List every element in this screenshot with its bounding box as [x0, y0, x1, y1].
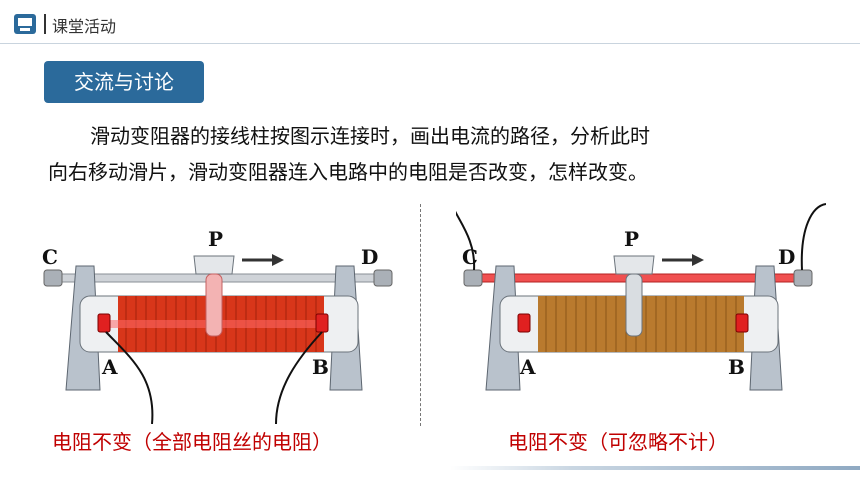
label-b: B	[728, 355, 745, 379]
header-divider	[0, 43, 860, 44]
breadcrumb: 课堂活动	[52, 17, 117, 36]
binding-post-a	[97, 313, 111, 333]
breadcrumb-separator	[44, 14, 46, 34]
terminal-c	[43, 269, 63, 287]
binding-post-b	[315, 313, 329, 333]
label-c: C	[462, 245, 478, 269]
terminal-d	[793, 269, 813, 287]
caption-left: 电阻不变（全部电阻丝的电阻）	[52, 430, 332, 454]
wire-b	[275, 331, 323, 424]
paragraph-line-1: 滑动变阻器的接线柱按图示连接时，画出电流的路径，分析此时	[90, 124, 650, 148]
question-paragraph: 滑动变阻器的接线柱按图示连接时，画出电流的路径，分析此时 向右移动滑片，滑动变阻…	[48, 118, 818, 190]
wire-c	[456, 210, 476, 271]
label-c: C	[42, 245, 58, 269]
label-a: A	[519, 355, 536, 379]
top-bar: 课堂活动	[0, 0, 860, 44]
paragraph-line-2: 向右移动滑片，滑动变阻器连入电路中的电阻是否改变，怎样改变。	[48, 160, 648, 184]
rheostat-diagram-right: C D P A B	[456, 203, 826, 391]
label-p: P	[624, 227, 639, 251]
slider-top	[613, 255, 655, 275]
slider-contact	[205, 273, 223, 337]
label-b: B	[312, 355, 329, 379]
slider-top	[193, 255, 235, 275]
figure-divider	[420, 204, 421, 426]
label-p: P	[208, 227, 223, 251]
wire-a	[105, 331, 154, 424]
footer-accent-rule	[450, 466, 860, 470]
label-d: D	[778, 245, 795, 269]
label-d: D	[361, 245, 378, 269]
slider-contact	[625, 273, 643, 337]
terminal-c	[463, 269, 483, 287]
presentation-board-icon	[14, 14, 36, 34]
binding-post-b	[735, 313, 749, 333]
arrow-head-icon	[692, 254, 704, 266]
wire-d	[800, 203, 826, 271]
label-a: A	[101, 355, 118, 379]
binding-post-a	[517, 313, 531, 333]
caption-right: 电阻不变（可忽略不计）	[508, 430, 728, 454]
terminal-d	[373, 269, 393, 287]
rheostat-diagram-left: C D P A B	[42, 227, 393, 424]
section-tag: 交流与讨论	[44, 61, 204, 103]
arrow-head-icon	[272, 254, 284, 266]
